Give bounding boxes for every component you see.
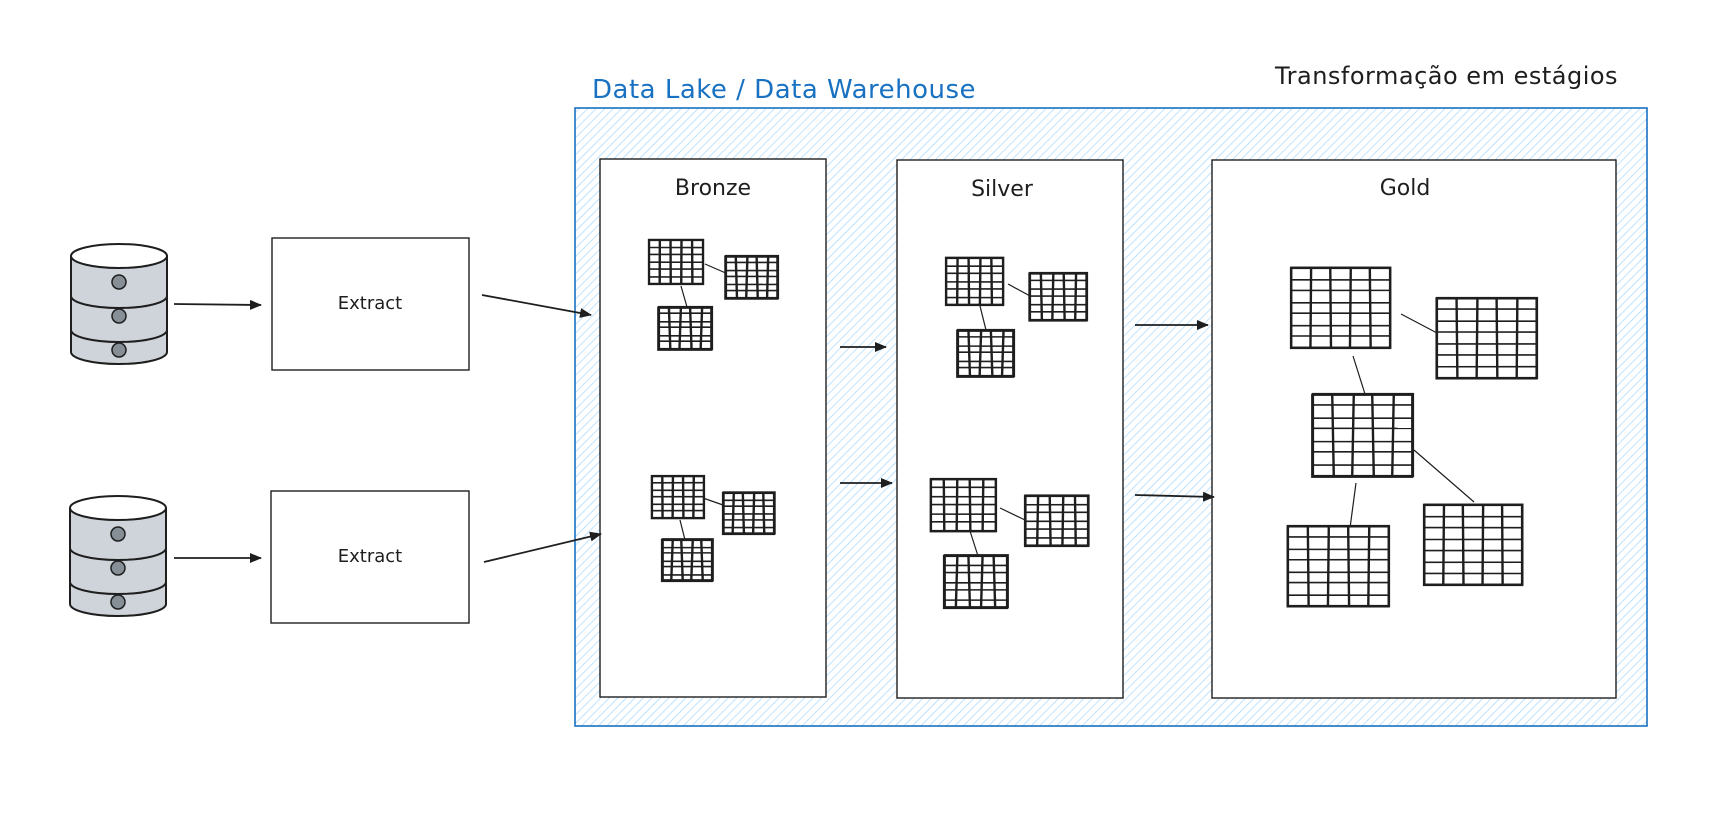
arrow-right-icon [173, 299, 262, 310]
table-grid-icon [1435, 296, 1539, 380]
extract-box-top: Extract [271, 237, 470, 371]
table-grid-icon [650, 474, 706, 520]
table-connectors [679, 263, 1475, 557]
table-grid-icon [1286, 524, 1391, 608]
table-grid-icon [1311, 392, 1415, 478]
gold-title: Gold [1380, 176, 1431, 201]
table-grid-icon [1422, 503, 1524, 587]
table-grid-icon [724, 254, 780, 300]
table-grid-icon [942, 554, 1009, 610]
table-grid-icon [657, 305, 714, 351]
arrow-right-icon [1134, 491, 1215, 502]
table-grid-icon [1023, 494, 1090, 548]
table-grid-icon [1028, 271, 1089, 322]
arrow-right-icon [481, 294, 592, 318]
bronze-title: Bronze [675, 176, 751, 201]
table-grid-icon [929, 477, 998, 533]
extract-label: Extract [338, 293, 402, 314]
data-lake-title: Data Lake / Data Warehouse [592, 75, 976, 105]
table-grid-icon [721, 491, 776, 536]
table-grid-icon [944, 256, 1005, 307]
table-grid-icon [956, 328, 1016, 378]
silver-title: Silver [971, 177, 1034, 202]
stages-caption: Transformação em estágios [1274, 62, 1618, 90]
arrow-right-icon [483, 531, 602, 563]
bronze-panel: Bronze [599, 158, 827, 698]
tables-layer [647, 238, 1539, 610]
table-grid-icon [660, 538, 714, 583]
extract-box-bottom: Extract [270, 490, 470, 624]
database-cylinder-icon [70, 243, 168, 365]
silver-panel: Silver [896, 159, 1124, 699]
extract-label: Extract [338, 546, 402, 567]
database-cylinder-icon [69, 495, 167, 617]
table-grid-icon [1289, 266, 1392, 350]
table-grid-icon [647, 238, 705, 286]
